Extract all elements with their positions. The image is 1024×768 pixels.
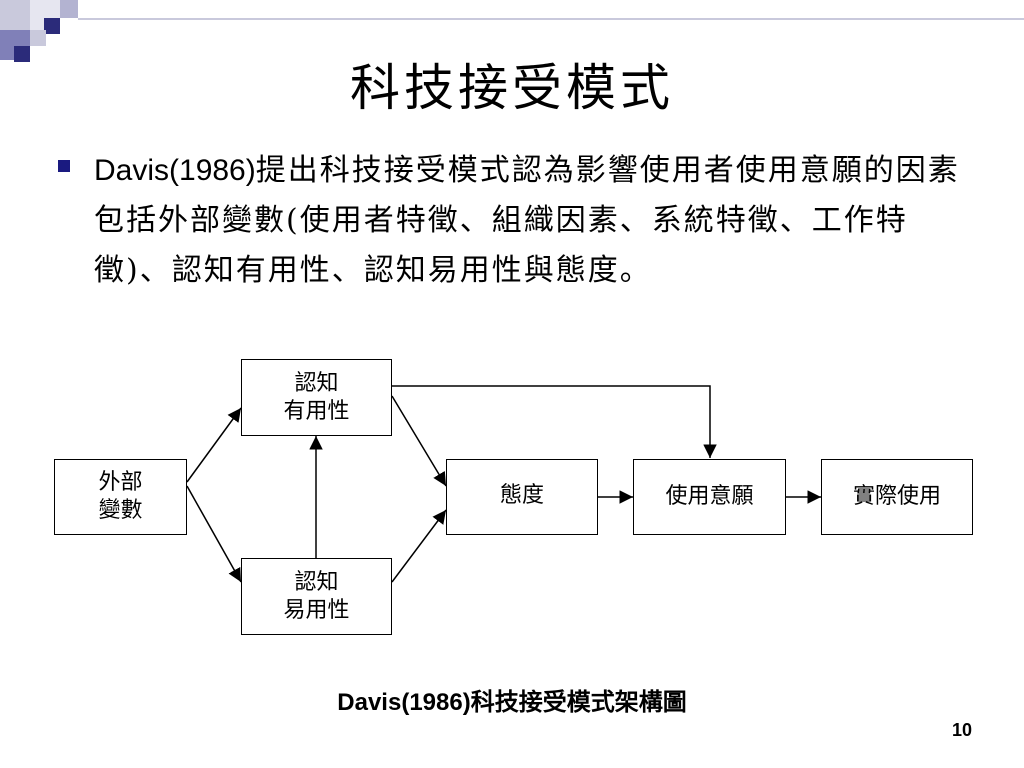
node-label: 態度	[499, 483, 544, 508]
node-attitude: 態度	[446, 459, 598, 535]
arrow-ease-to-attitude	[391, 509, 447, 583]
square-bullet-icon	[58, 160, 70, 172]
arrow-usefulness-to-intention	[392, 385, 717, 458]
arrow-external-to-ease	[186, 485, 242, 583]
bullet-body: 提出科技接受模式認為影響使用者使用意願的因素包括外部變數(使用者特徵、組織因素、…	[94, 153, 960, 288]
bullet-lead: Davis(1986)	[94, 154, 256, 187]
node-perceived-usefulness: 認知有用性	[241, 359, 392, 436]
node-label: 認知	[294, 569, 339, 595]
arrow-external-to-usefulness	[186, 407, 242, 483]
caption-body: 科技接受模式架構圖	[470, 687, 687, 716]
arrow-usefulness-to-attitude	[391, 395, 447, 487]
diagram-caption: Davis(1986)科技接受模式架構圖	[0, 682, 1024, 717]
node-perceived-ease-of-use: 認知易用性	[241, 558, 392, 635]
node-label: 易用性	[283, 597, 350, 623]
node-label: 有用性	[283, 398, 350, 424]
node-label: 認知	[294, 370, 339, 396]
header-rule	[78, 18, 1024, 20]
bullet-text: Davis(1986)提出科技接受模式認為影響使用者使用意願的因素包括外部變數(…	[94, 146, 974, 296]
caption-lead: Davis(1986)	[337, 689, 471, 716]
node-label: 實際使用	[852, 484, 941, 509]
slide-title: 科技接受模式	[350, 59, 674, 117]
node-label: 使用意願	[665, 484, 754, 509]
node-behavioral-intention: 使用意願	[633, 459, 786, 535]
node-external-variables: 外部變數	[54, 459, 187, 535]
node-label: 外部	[98, 470, 143, 495]
page-number: 10	[951, 720, 972, 740]
node-actual-use: 實際使用	[821, 459, 973, 535]
node-label: 變數	[98, 498, 143, 523]
